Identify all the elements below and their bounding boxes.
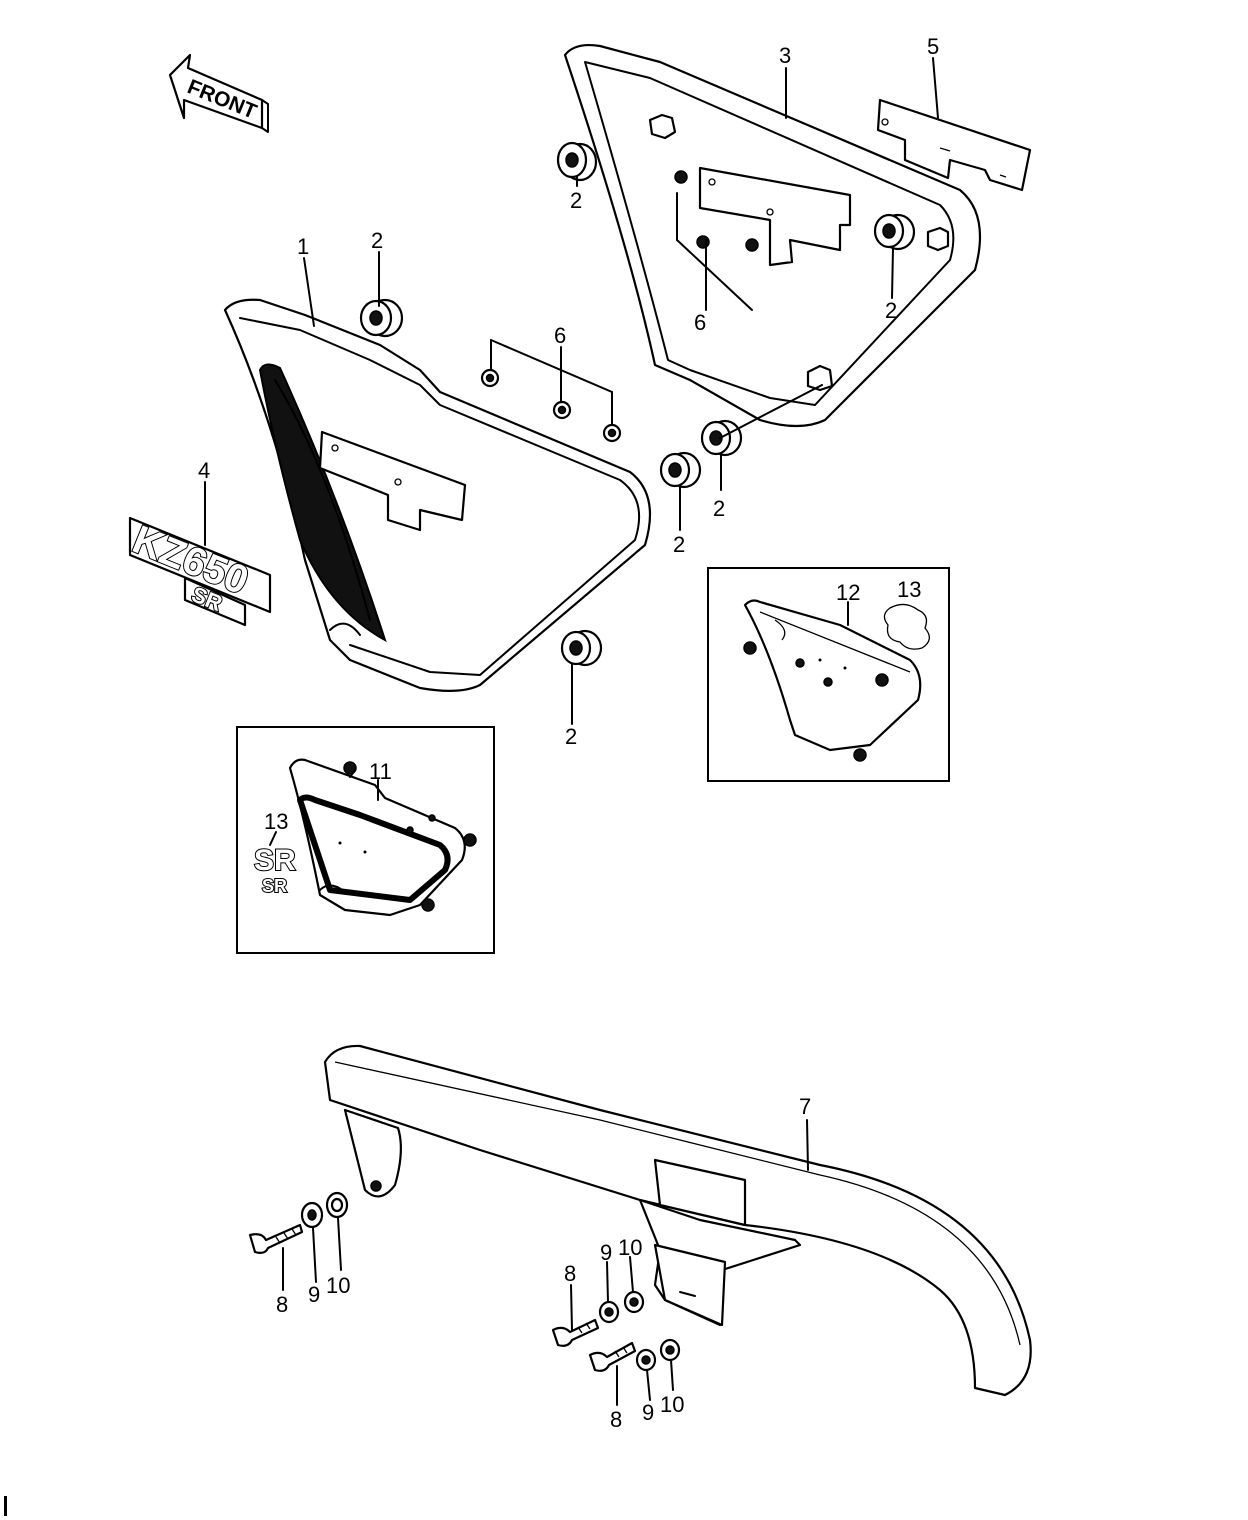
callout-1: 1 xyxy=(297,234,309,259)
callout-9-b: 9 xyxy=(600,1240,612,1265)
right-side-cover xyxy=(563,43,982,428)
callout-10-c: 10 xyxy=(660,1392,684,1417)
callout-10-b: 10 xyxy=(618,1235,642,1260)
washer-10-b xyxy=(623,1290,645,1314)
callout-2-c: 2 xyxy=(885,298,897,323)
grommet-2-a xyxy=(556,141,598,182)
callout-2-e: 2 xyxy=(673,532,685,557)
nut-6-group-left xyxy=(480,368,622,443)
callout-11: 11 xyxy=(369,759,392,784)
callout-6-b: 6 xyxy=(554,323,566,348)
callout-9-a: 9 xyxy=(308,1282,320,1307)
callout-8-a: 8 xyxy=(276,1292,288,1317)
washer-10-c xyxy=(659,1338,681,1362)
sr-decal-outline-icon xyxy=(883,603,930,650)
margin-mark xyxy=(4,1496,7,1516)
callout-2-b: 2 xyxy=(570,188,582,213)
callout-6-a: 6 xyxy=(694,310,706,335)
callout-12: 12 xyxy=(836,580,860,605)
callout-7: 7 xyxy=(799,1094,811,1119)
callout-9-c: 9 xyxy=(642,1400,654,1425)
grommet-2-e xyxy=(659,451,702,489)
washer-9-c xyxy=(635,1348,657,1372)
bolt-8-a xyxy=(248,1223,304,1254)
grommet-2-b xyxy=(359,298,404,338)
washer-10-a xyxy=(325,1191,349,1219)
callout-8-c: 8 xyxy=(610,1407,622,1432)
callout-labels: 1 2 2 2 2 2 2 3 4 5 6 6 7 8 9 10 8 9 10 … xyxy=(198,34,939,1432)
chain-cover xyxy=(323,1044,1032,1397)
callout-13-a: 13 xyxy=(264,809,288,834)
grommet-2-f xyxy=(560,629,603,667)
sr-decal-bottom: SR xyxy=(262,876,287,896)
leader-lines xyxy=(204,57,939,1406)
callout-2-f: 2 xyxy=(565,724,577,749)
front-arrow-icon: FRONT xyxy=(168,53,269,133)
kz650-emblem: KZ650 SR xyxy=(126,517,272,627)
grommet-2-c xyxy=(873,213,916,251)
left-side-cover xyxy=(223,298,652,692)
callout-13-b: 13 xyxy=(897,577,921,602)
callout-2-a: 2 xyxy=(371,228,383,253)
callout-4: 4 xyxy=(198,458,210,483)
callout-3: 3 xyxy=(779,43,791,68)
sr-decal-icon: SR SR xyxy=(253,843,297,897)
sr-decal-top: SR xyxy=(254,844,296,877)
inset-box-cover-12 xyxy=(707,567,950,782)
grommet-2-d xyxy=(700,419,743,457)
bolt-8-b xyxy=(551,1318,600,1347)
side-cover-bracket xyxy=(876,98,1032,192)
inset-box-cover-11: SR SR xyxy=(236,726,495,954)
bolt-8-c xyxy=(588,1341,637,1372)
callout-2-d: 2 xyxy=(713,496,725,521)
callout-5: 5 xyxy=(927,34,939,59)
callout-8-b: 8 xyxy=(564,1261,576,1286)
washer-9-b xyxy=(598,1300,620,1324)
callout-10-a: 10 xyxy=(326,1273,350,1298)
washer-9-a xyxy=(300,1201,324,1229)
